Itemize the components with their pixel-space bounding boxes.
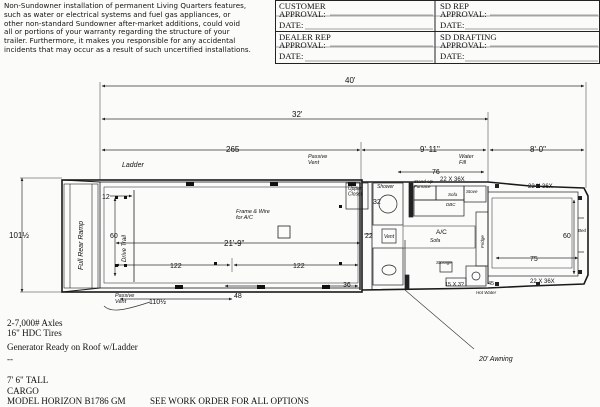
notice-line: Non-Sundowner installation of permanent … [4, 1, 247, 10]
rotated-labels: Full Rear Ramp Drive Trail Fridge [78, 221, 485, 270]
awning-label: 20' Awning [478, 356, 513, 363]
dealer-approval-label: APPROVAL: [279, 40, 326, 50]
dim-left-offset: 122 [170, 263, 182, 270]
customer-label: CUSTOMER [279, 1, 326, 11]
ac-frame-box [277, 225, 291, 239]
dim-48: 48 [234, 293, 242, 300]
dim-nose-section: 8'-0" [530, 145, 546, 154]
dim-front-section: 265 [226, 145, 240, 154]
notice-line: such as water or electrical systems and … [4, 9, 231, 19]
dim-22: 22 [365, 233, 373, 240]
sofa-label: Sofa [430, 238, 441, 244]
spec-model: MODEL HORIZON B1786 GM [7, 396, 126, 406]
dim-36: 36 [343, 282, 351, 289]
shower-label: Shower [377, 184, 394, 190]
spec-dash: -- [7, 354, 14, 364]
dealer-rep-label: DEALER REP [279, 32, 331, 42]
tie-downs [115, 182, 356, 289]
dim-45: 45 [488, 281, 494, 287]
spec-generator: Generator Ready on Roof w/Ladder [7, 342, 138, 352]
dim-32: 32 [373, 199, 381, 206]
spec-axles: 2-7,000# Axles [7, 318, 63, 328]
ac-label: A/C [436, 229, 447, 236]
warranty-notice: Non-Sundowner installation of permanent … [4, 1, 272, 55]
sd-rep-approval-label: APPROVAL: [440, 9, 487, 19]
full-rear-ramp-label: Full Rear Ramp [78, 221, 85, 270]
spec-see-work-order: SEE WORK ORDER FOR ALL OPTIONS [150, 396, 309, 406]
dim-window-nose: 22 X 36X [528, 184, 553, 190]
stove-label: Stove [466, 189, 478, 194]
customer-approval-label: APPROVAL: [279, 9, 326, 19]
notice-line: trailer. Furthermore, it makes you respo… [4, 36, 236, 46]
dim-right-offset: 122 [293, 263, 305, 270]
hot-water-label: Hot Water [476, 290, 497, 295]
bed-label: Bed [578, 228, 587, 233]
dealer-date-label: DATE: [279, 51, 304, 61]
living-quarters [345, 182, 584, 290]
storage-label: Storage [436, 260, 452, 265]
dim-window-lq: 22 X 36X [440, 177, 465, 183]
dim-12: 12 [102, 194, 110, 201]
dim-main-length: 21'-9" [224, 239, 245, 248]
dim-60-nose: 60 [563, 233, 571, 240]
dim-overall: 40' [345, 76, 356, 85]
dim-width-inner: 60 [110, 233, 118, 240]
dim-width-outer: 101½ [9, 231, 29, 240]
dbc-label: DBC [446, 202, 456, 207]
dim-window-bottom: 22 X 36X [530, 279, 555, 285]
spec-tall: 7' 6" TALL [7, 375, 49, 385]
notice-line: all or portions of your warranty regardi… [4, 27, 230, 37]
nose-windows [495, 184, 582, 286]
notice-line: other non-standard Sundowner after-marke… [4, 18, 240, 28]
spec-cargo: CARGO [7, 386, 39, 396]
dim-110: 110½ [149, 298, 166, 306]
sd-rep-date-label: DATE: [440, 20, 465, 30]
dim-76: 76 [432, 169, 440, 176]
sd-drafting-date-label: DATE: [440, 51, 465, 61]
notice-line: incidents that may occur as a result of … [4, 44, 251, 54]
dim-75: 75 [530, 256, 538, 263]
spec-tires: 16" HDC Tires [7, 328, 62, 338]
dimension-labels: 40' 32' 265 9'-11" 8'-0" 101½ 60 21'-9" … [9, 76, 571, 306]
customer-date-label: DATE: [279, 20, 304, 30]
dimension-lines [20, 82, 587, 350]
vent-label: Vent [384, 234, 395, 240]
dim-body: 32' [292, 110, 303, 119]
dim-15: 15 X 3? [445, 282, 464, 288]
sd-drafting-label: SD DRAFTING [440, 32, 497, 42]
sd-drafting-approval-label: APPROVAL: [440, 40, 487, 50]
interior-lines [133, 183, 373, 290]
approval-grid [275, 0, 600, 64]
approval-block: CUSTOMER APPROVAL: DATE: DEALER REP APPR… [275, 0, 600, 64]
trailer-outline [61, 179, 589, 293]
drive-trail-label: Drive Trail [122, 234, 128, 262]
dim-lq-section: 9'-11" [420, 145, 440, 154]
rear-ramp [63, 183, 99, 289]
ladder-label: Ladder [122, 162, 144, 169]
sd-rep-label: SD REP [440, 1, 469, 11]
fridge-label: Fridge [480, 235, 485, 248]
sofa-top-label: Sofa [448, 192, 458, 197]
